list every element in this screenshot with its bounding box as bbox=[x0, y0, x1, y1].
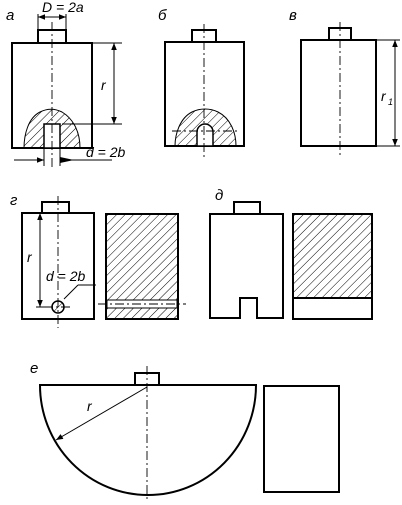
panel-e-section bbox=[263, 385, 340, 493]
panel-d-label: д bbox=[215, 187, 223, 204]
panel-g-hole-text: d = 2b bbox=[46, 268, 86, 284]
panel-v-body bbox=[300, 39, 377, 147]
panel-e-radius-text: r bbox=[87, 398, 93, 414]
panel-e-radius-line bbox=[55, 386, 148, 441]
panel-g-hole-leader bbox=[63, 284, 79, 300]
panel-b-label: б bbox=[158, 7, 167, 24]
panel-d-body bbox=[209, 213, 284, 319]
panel-a: а D = 2a r d = 2b bbox=[6, 0, 126, 168]
panel-e: е r bbox=[30, 360, 340, 500]
panel-a-dim-bottom-arrow-right bbox=[60, 157, 74, 163]
panel-v: в r 1 bbox=[289, 7, 400, 158]
panel-e-label: е bbox=[30, 360, 38, 377]
panel-d-section-hatched bbox=[292, 213, 373, 299]
panel-a-label: а bbox=[6, 7, 14, 24]
panel-e-body bbox=[38, 384, 258, 496]
panel-a-dim-side-text: r bbox=[101, 77, 107, 93]
panel-d-section-plain bbox=[292, 297, 373, 320]
panel-v-label: в bbox=[289, 7, 297, 24]
panel-a-dim-top-text: D = 2a bbox=[42, 0, 84, 15]
panel-v-dim-text: r bbox=[381, 88, 387, 104]
panel-b: б bbox=[158, 7, 245, 160]
panel-g-stem bbox=[41, 201, 70, 214]
panel-g-label: г bbox=[10, 192, 18, 209]
panel-a-dim-bottom-text: d = 2b bbox=[86, 144, 126, 160]
panel-d-stem bbox=[233, 201, 261, 215]
panel-g-dim-text: r bbox=[27, 249, 33, 265]
panel-d: д bbox=[209, 187, 373, 320]
panel-v-dim-subscript: 1 bbox=[388, 97, 393, 107]
panel-g: г r d = 2b bbox=[10, 192, 186, 328]
panel-b-bore bbox=[196, 123, 214, 147]
